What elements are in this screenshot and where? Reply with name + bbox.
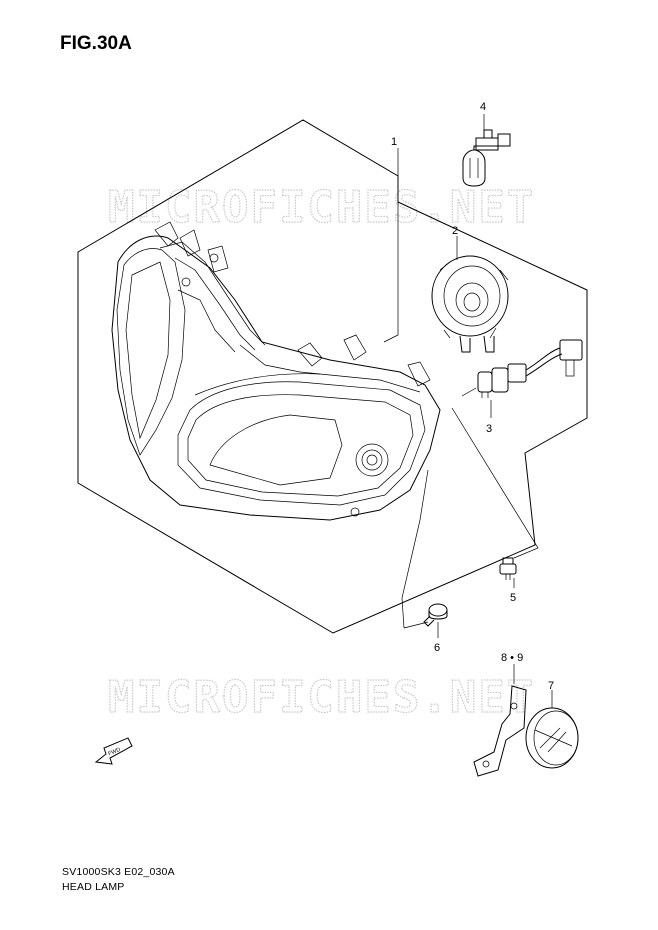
section-name: HEAD LAMP [62, 881, 125, 893]
headlamp-bulb[interactable] [462, 129, 511, 187]
callout-4: 4 [480, 101, 486, 113]
fwd-arrow-icon: FWD [94, 737, 133, 765]
callout-8-9: 8 • 9 [501, 652, 523, 664]
bulb-socket-cover[interactable] [431, 255, 509, 353]
bracket[interactable] [473, 685, 527, 777]
callout-1: 1 [391, 136, 397, 148]
callout-6: 6 [434, 642, 440, 654]
callout-5: 5 [510, 592, 516, 604]
position-bulb[interactable] [499, 557, 517, 580]
model-code: SV1000SK3 E02_030A [62, 866, 175, 878]
adjuster-screw[interactable] [423, 603, 448, 627]
headlamp-assembly[interactable] [111, 221, 441, 521]
figure-title: FIG.30A [60, 33, 132, 54]
watermark-top: MICROFICHES.NET [108, 182, 535, 233]
callout-7: 7 [548, 680, 554, 692]
watermark-bottom: MICROFICHES.NET [108, 672, 535, 723]
callout-2: 2 [452, 225, 458, 237]
fwd-label: FWD [108, 747, 122, 757]
callout-3: 3 [486, 423, 492, 435]
leader-lines [383, 114, 553, 708]
socket-wire[interactable] [477, 339, 583, 398]
cap[interactable] [525, 707, 579, 769]
assembly-boundary [77, 119, 588, 634]
